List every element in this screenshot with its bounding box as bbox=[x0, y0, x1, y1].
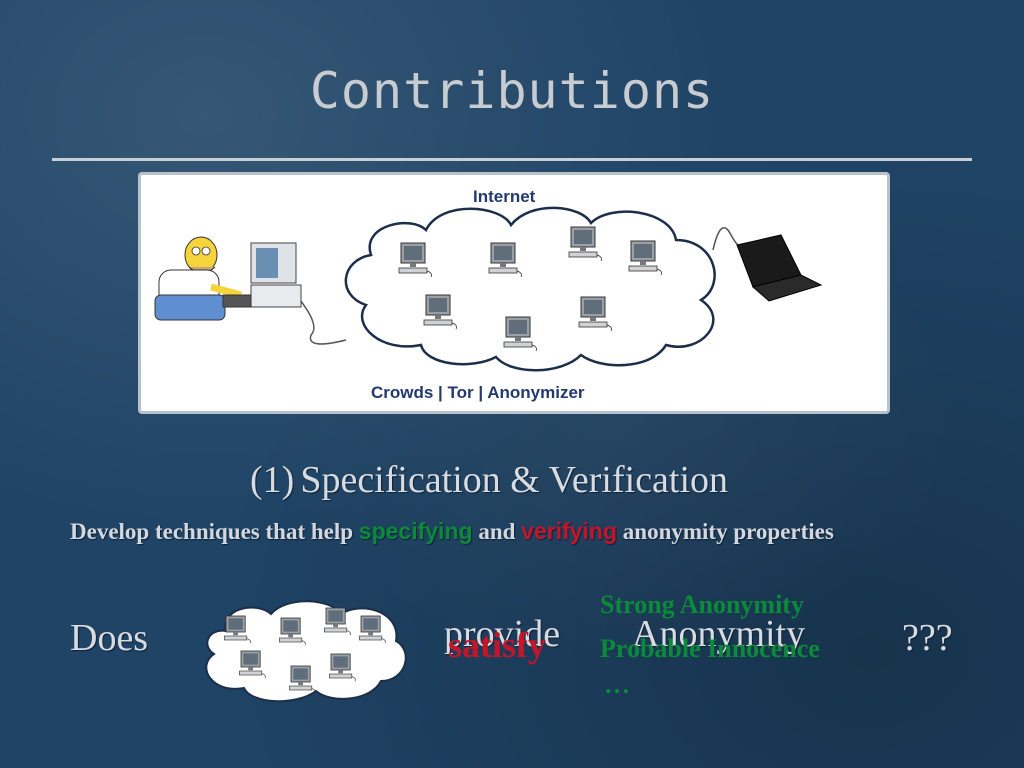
description-prefix: Develop techniques that help bbox=[70, 519, 359, 544]
internet-label: Internet bbox=[473, 187, 536, 206]
small-cloud-computers bbox=[224, 607, 386, 694]
internet-cloud bbox=[344, 206, 716, 372]
user-figure bbox=[154, 236, 242, 321]
computer-icon bbox=[359, 615, 386, 644]
laptop bbox=[736, 234, 823, 302]
network-svg bbox=[154, 206, 823, 372]
provide-text: provide bbox=[444, 613, 561, 655]
satisfy-text: satisfy bbox=[448, 625, 546, 665]
computer-icon bbox=[398, 242, 432, 278]
strong-anonymity-text: Strong Anonymity bbox=[600, 590, 804, 619]
section-heading: (1)Specification & Verification bbox=[250, 458, 728, 502]
computer-icon bbox=[568, 226, 602, 262]
slide-title: Contributions bbox=[309, 62, 715, 120]
cable-left bbox=[295, 294, 347, 345]
computer-icon bbox=[423, 294, 457, 330]
does-text: Does bbox=[70, 617, 149, 659]
computer-icon bbox=[224, 615, 251, 644]
computer-icon bbox=[289, 665, 316, 694]
systems-label: Crowds | Tor | Anonymizer bbox=[371, 383, 585, 402]
anonymity-text: Anonymity bbox=[632, 613, 806, 655]
section-heading-text: Specification & Verification bbox=[300, 459, 729, 501]
user-computer bbox=[222, 242, 302, 308]
ellipsis-text: … bbox=[604, 670, 630, 699]
computer-icon bbox=[239, 650, 266, 679]
computer-icon bbox=[628, 240, 662, 276]
description-suffix: anonymity properties bbox=[617, 519, 834, 544]
section-number: (1) bbox=[250, 459, 295, 501]
description-verifying: verifying bbox=[521, 518, 618, 544]
cloud-computers bbox=[398, 226, 662, 352]
title-divider bbox=[52, 158, 972, 161]
network-diagram: Internet Crowds | Tor | Anonymizer bbox=[138, 172, 890, 414]
probable-innocence-text: Probable Innocence bbox=[600, 634, 820, 663]
description-and: and bbox=[472, 519, 522, 544]
computer-icon bbox=[578, 296, 612, 332]
computer-icon bbox=[279, 617, 306, 646]
computer-icon bbox=[503, 316, 537, 352]
computer-icon bbox=[488, 242, 522, 278]
computer-icon bbox=[329, 653, 356, 682]
section-description: Develop techniques that help specifying … bbox=[70, 518, 990, 545]
question-marks: ??? bbox=[902, 617, 953, 659]
small-cloud bbox=[205, 600, 407, 703]
computer-icon bbox=[324, 607, 351, 636]
description-specifying: specifying bbox=[358, 518, 473, 544]
